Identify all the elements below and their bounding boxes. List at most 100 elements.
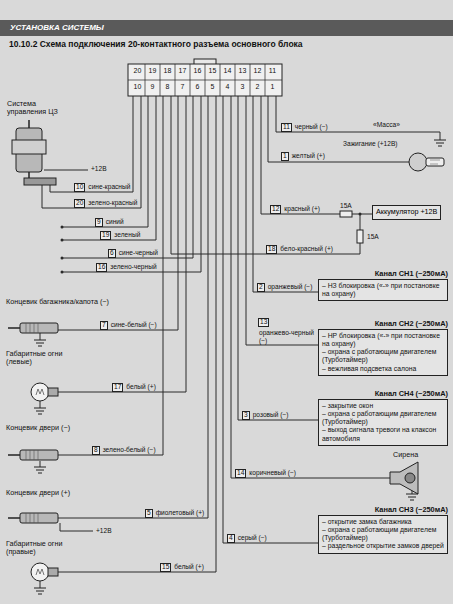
- channel-function: – охрана с работающим двигателем (Турбот…: [322, 526, 444, 542]
- pin-number: 19: [145, 67, 160, 75]
- fuse: [340, 211, 363, 243]
- device-label: Концевик двери (−): [5, 424, 127, 432]
- wire-color: сине-белый (−): [110, 321, 158, 329]
- device-label: Система управления ЦЗ: [6, 100, 72, 117]
- central-lock-actuator: [12, 120, 56, 185]
- header-band: [0, 20, 453, 36]
- siren: [390, 462, 418, 494]
- wire-color: серый (−): [237, 534, 268, 542]
- channel-function: – охрана с работающим двигателем (Турбот…: [322, 348, 444, 364]
- pin-number: 16: [190, 67, 205, 75]
- diagram-title: 10.10.2 Схема подключения 20-контактного…: [8, 40, 304, 50]
- device-label: Концевик багажника/капота (−): [5, 298, 147, 306]
- channel-body: – открытие замка багажника– охрана с раб…: [318, 515, 448, 554]
- ignition-key: [409, 153, 444, 171]
- wire-color: зелено-черный: [109, 263, 157, 271]
- device-label: Сирена: [392, 451, 419, 459]
- pin-number: 12: [250, 67, 265, 75]
- note-label: +12В: [95, 527, 113, 535]
- wire-number: 12: [270, 205, 281, 214]
- wire-number: 2: [257, 283, 265, 292]
- wire-color: сине-красный: [87, 183, 131, 191]
- wire-color: зелено-красный: [87, 199, 138, 207]
- channel-function: – открытие замка багажника: [322, 518, 444, 526]
- wire-color: розовый (−): [252, 411, 290, 419]
- wire-number: 16: [96, 263, 107, 272]
- channel-heading: Канал CH4 (~250мА): [318, 390, 448, 399]
- pin-number: 1: [265, 83, 280, 91]
- channel-box: Канал CH2 (~250мА) – НР блокировка («-» п…: [318, 320, 448, 376]
- channel-function: – охрана с работающим двигателем (Турбот…: [322, 410, 444, 426]
- channel-box: Канал CH3 (~250мА)– открытие замка багаж…: [318, 506, 448, 554]
- wire-number: 10: [74, 183, 85, 192]
- wire-number: 7: [100, 321, 108, 330]
- wire-color: оранжевый (−): [267, 283, 314, 291]
- wire-number: 11: [281, 123, 292, 132]
- note-label: 15А: [366, 233, 380, 241]
- wire-number: 13: [258, 318, 269, 327]
- channel-body: – закрытие окон– охрана с работающим дви…: [318, 399, 448, 446]
- device-label: Концевик двери (+): [5, 489, 127, 497]
- wire-color: коричневый (−): [248, 469, 297, 477]
- wire-color: желтый (+): [291, 152, 326, 160]
- wire-number: 4: [227, 534, 235, 543]
- wire-color: белый (+): [173, 563, 205, 571]
- channel-heading: Канал CH3 (~250мА): [318, 506, 448, 515]
- channel-function: – вежливая подсветка салона: [322, 365, 444, 373]
- wire-color: сине-черный: [118, 249, 159, 257]
- wire-number: 9: [95, 218, 103, 227]
- wire-number: 15: [160, 563, 171, 572]
- wire-color: зеленый: [113, 231, 141, 239]
- note-label: «Масса»: [372, 121, 401, 129]
- device-label: Габаритные огни (правые): [5, 540, 89, 557]
- wire-number: 17: [112, 383, 123, 392]
- pin-number: 6: [190, 83, 205, 91]
- pin-number: 17: [175, 67, 190, 75]
- channel-function: – НЗ блокировка («-» при постановке на о…: [322, 282, 444, 298]
- wire-number: 20: [74, 199, 85, 208]
- pin-number: 4: [220, 83, 235, 91]
- channel-box: Канал CH1 (~250мА) – НЗ блокировка («-» п…: [318, 270, 448, 301]
- wire-color: черный (−): [294, 123, 329, 131]
- pin-number: 8: [160, 83, 175, 91]
- pin-number: 5: [205, 83, 220, 91]
- wire-color: бело-красный (+): [279, 245, 334, 253]
- channel-heading: Канал CH2 (~250мА): [318, 320, 448, 329]
- wire-color: белый (+): [125, 383, 157, 391]
- pin-number: 9: [145, 83, 160, 91]
- channel-heading: Канал CH1 (~250мА): [318, 270, 448, 279]
- channel-box: Канал CH4 (~250мА)– закрытие окон– охран…: [318, 390, 448, 446]
- pin-number: 2: [250, 83, 265, 91]
- battery-box: Аккумулятор +12В: [372, 205, 441, 220]
- wire-number: 8: [92, 446, 100, 455]
- wire-number: 1: [281, 152, 289, 161]
- wire-number: 5: [145, 509, 153, 518]
- wire-color: красный (+): [283, 205, 321, 213]
- battery-label: Аккумулятор +12В: [372, 205, 441, 220]
- wire-number: 18: [266, 245, 277, 254]
- wire-number: 6: [108, 249, 116, 258]
- pin-number: 3: [235, 83, 250, 91]
- channel-function: – закрытие окон: [322, 402, 444, 410]
- wire-number: 19: [100, 231, 111, 240]
- channel-function: – НР блокировка («-» при постановке на о…: [322, 332, 444, 348]
- wire-color: синий: [105, 218, 125, 226]
- note-label: Зажигание (+12В): [342, 140, 398, 148]
- wire-color: зелено-белый (−): [102, 446, 157, 454]
- channel-function: – выход сигнала тревоги на клаксон автом…: [322, 426, 444, 442]
- channel-body: – НР блокировка («-» при постановке на о…: [318, 329, 448, 376]
- wire-number: 14: [235, 469, 246, 478]
- channel-function: – раздельное открытие замков дверей: [322, 542, 444, 550]
- pin-number: 7: [175, 83, 190, 91]
- note-label: 15А: [339, 202, 353, 210]
- note-label: +12В: [90, 165, 108, 173]
- device-label: Габаритные огни (левые): [5, 350, 79, 367]
- connector: [128, 59, 282, 96]
- channel-body: – НЗ блокировка («-» при постановке на о…: [318, 279, 448, 301]
- pin-number: 18: [160, 67, 175, 75]
- wire-color: фиолетовый (+): [155, 509, 206, 517]
- pin-number: 15: [205, 67, 220, 75]
- wire-number: 3: [242, 411, 250, 420]
- pin-number: 20: [130, 67, 145, 75]
- header-title: УСТАНОВКА СИСТЕМЫ: [8, 22, 106, 33]
